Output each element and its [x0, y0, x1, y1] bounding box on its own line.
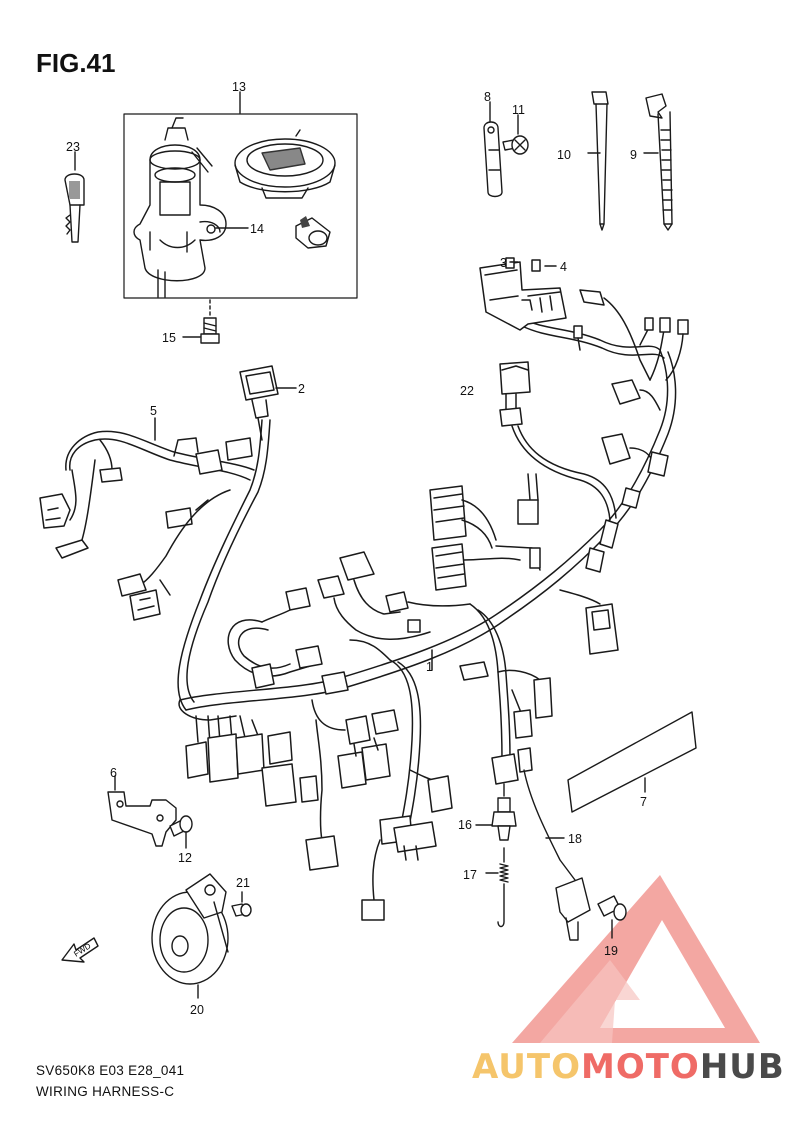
model-code: SV650K8 E03 E28_041 [36, 1063, 185, 1078]
callout-19: 19 [604, 944, 618, 958]
watermark-text: AUTOMOTOHUB [472, 1047, 785, 1087]
fuel-cap [234, 129, 336, 199]
ignition-switch [133, 117, 227, 298]
rear-brake-switch [523, 769, 591, 941]
callout-8: 8 [484, 90, 491, 104]
callout-15: 15 [162, 331, 176, 345]
watermark-part2: MOTO [580, 1047, 700, 1087]
callout-7: 7 [640, 795, 647, 809]
screw-11 [502, 114, 529, 155]
horn [151, 873, 229, 999]
callout-6: 6 [110, 766, 117, 780]
callout-22: 22 [460, 384, 474, 398]
callout-5: 5 [150, 404, 157, 418]
callout-3: 3 [500, 256, 507, 270]
diagram-name: WIRING HARNESS-C [36, 1084, 175, 1099]
bolt-21 [231, 891, 252, 917]
callout-1: 1 [426, 660, 433, 674]
bolt-12 [169, 815, 193, 849]
callout-12: 12 [178, 851, 192, 865]
callout-9: 9 [630, 148, 637, 162]
watermark-part3: HUB [699, 1047, 785, 1087]
tie-band-10 [587, 91, 609, 231]
callout-20: 20 [190, 1003, 204, 1017]
seat-lock [295, 216, 331, 249]
tie-band-9 [643, 93, 673, 231]
callout-13: 13 [232, 80, 246, 94]
watermark-part1: AUTO [472, 1047, 581, 1087]
spring [485, 847, 509, 928]
figure-title: FIG.41 [36, 48, 116, 78]
label-plate [567, 711, 697, 813]
bolt-15 [182, 299, 220, 344]
screw-19 [597, 895, 627, 939]
callout-16: 16 [458, 818, 472, 832]
callout-4: 4 [560, 260, 567, 274]
callout-21: 21 [236, 876, 250, 890]
key [64, 151, 85, 243]
sub-harness [39, 365, 297, 711]
callout-11: 11 [512, 103, 525, 117]
callout-18: 18 [568, 832, 582, 846]
fwd-arrow [61, 937, 99, 963]
callout-10: 10 [557, 148, 571, 162]
callout-2: 2 [298, 382, 305, 396]
oil-pressure-switch [475, 783, 517, 841]
callout-17: 17 [463, 868, 477, 882]
callout-23: 23 [66, 140, 80, 154]
main-harness [178, 257, 689, 921]
bracket [107, 775, 177, 847]
clamp [483, 101, 503, 198]
lock-set-group [123, 113, 358, 299]
callout-14: 14 [250, 222, 264, 236]
watermark-logo [512, 875, 760, 1043]
